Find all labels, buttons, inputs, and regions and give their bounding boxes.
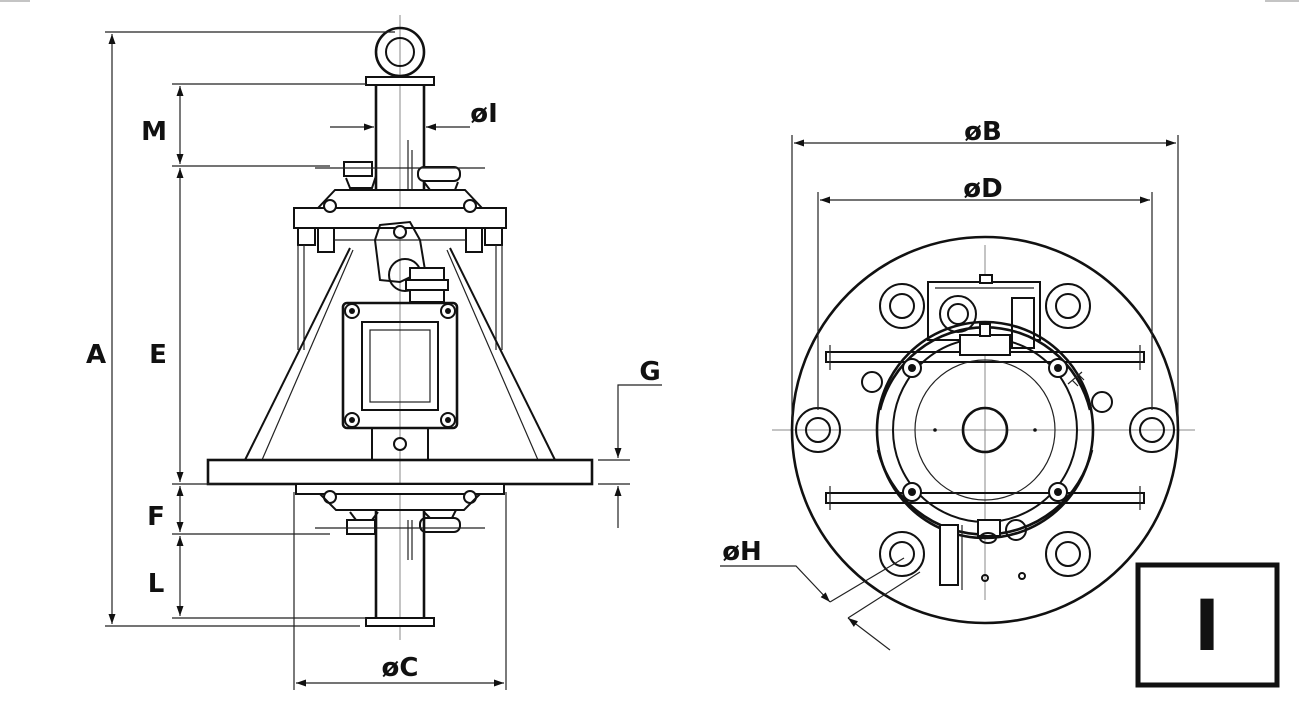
dimension-h: øH	[720, 537, 921, 651]
switch-box	[341, 301, 459, 460]
label-i: øI	[470, 99, 498, 129]
upper-housing	[293, 189, 507, 350]
cone-right	[449, 247, 556, 461]
dimension-b: øB	[791, 117, 1179, 420]
label-h: øH	[722, 537, 762, 567]
lower-shaft	[365, 510, 435, 627]
rotary-disc	[875, 320, 1095, 540]
dimension-d: øD	[817, 174, 1153, 410]
lifting-eye-icon	[365, 26, 435, 86]
label-f: F	[147, 502, 165, 532]
cable-gland	[405, 267, 449, 303]
top-view: øB øD øH	[720, 117, 1195, 651]
lower-housing	[295, 483, 505, 511]
label-l: L	[148, 569, 165, 599]
label-e: E	[149, 340, 167, 370]
lower-stem	[939, 524, 1026, 590]
view-frame: I	[1135, 562, 1280, 688]
label-c: øC	[382, 653, 419, 683]
label-g: G	[639, 357, 660, 387]
label-m: M	[141, 117, 167, 147]
outer-flange	[790, 235, 1180, 625]
dimension-chain: M E F L	[141, 83, 366, 619]
dimension-a: A	[86, 31, 395, 627]
dimension-c: øC	[293, 492, 507, 690]
label-b: øB	[964, 117, 1002, 147]
upper-clamp	[315, 161, 485, 191]
frame-label: I	[1194, 585, 1220, 667]
dimension-i: øI	[330, 99, 498, 131]
side-view: A M E F L øI	[86, 15, 662, 690]
dimension-g: G	[598, 357, 662, 528]
cone-left	[244, 247, 351, 461]
label-d: øD	[963, 174, 1002, 204]
label-a: A	[86, 340, 106, 370]
